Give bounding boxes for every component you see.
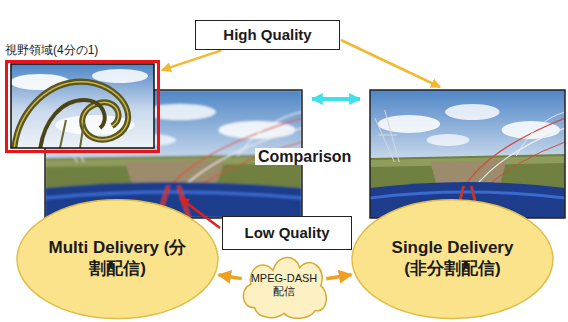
panorama-image bbox=[370, 90, 565, 218]
label-holder: Comparison bbox=[255, 148, 354, 166]
text-holder: Single Delivery (非分割配信) bbox=[350, 198, 555, 320]
text-holder: Low Quality bbox=[223, 217, 351, 249]
image-frame bbox=[370, 90, 565, 218]
comparison-arrow bbox=[312, 97, 360, 101]
delivery-ellipse: Multi Delivery (分割配信) bbox=[15, 198, 220, 320]
zoomed-view bbox=[11, 64, 154, 148]
region-heading: 視野領域(4分の1) bbox=[5, 40, 98, 60]
zoom-frame bbox=[11, 64, 154, 148]
connector-arrow bbox=[162, 50, 222, 70]
comparison-label: Comparison bbox=[255, 148, 354, 165]
protocol-cloud: MPEG-DASH 配信 bbox=[238, 251, 330, 320]
view-region: 視野領域(4分の1) bbox=[5, 40, 160, 153]
node-text: Low Quality bbox=[244, 224, 329, 242]
quality-box: Low Quality bbox=[222, 216, 352, 250]
node-text: Multi Delivery (分割配信) bbox=[48, 238, 188, 279]
node-text: Single Delivery (非分割配信) bbox=[383, 238, 523, 279]
text-holder: High Quality bbox=[196, 21, 339, 49]
connector-arrow bbox=[326, 275, 351, 279]
quality-arrow bbox=[341, 40, 440, 87]
delivery-ellipse: Single Delivery (非分割配信) bbox=[350, 198, 555, 320]
quality-box: High Quality bbox=[195, 20, 340, 50]
text-holder: Multi Delivery (分割配信) bbox=[15, 198, 220, 320]
node-text: MPEG-DASH 配信 bbox=[247, 272, 322, 298]
region-frame bbox=[5, 60, 160, 153]
text-holder: MPEG-DASH 配信 bbox=[238, 251, 330, 320]
text-holder: 視野領域(4分の1) bbox=[5, 40, 160, 153]
node-text: High Quality bbox=[223, 26, 311, 44]
connector-arrow bbox=[219, 275, 242, 279]
